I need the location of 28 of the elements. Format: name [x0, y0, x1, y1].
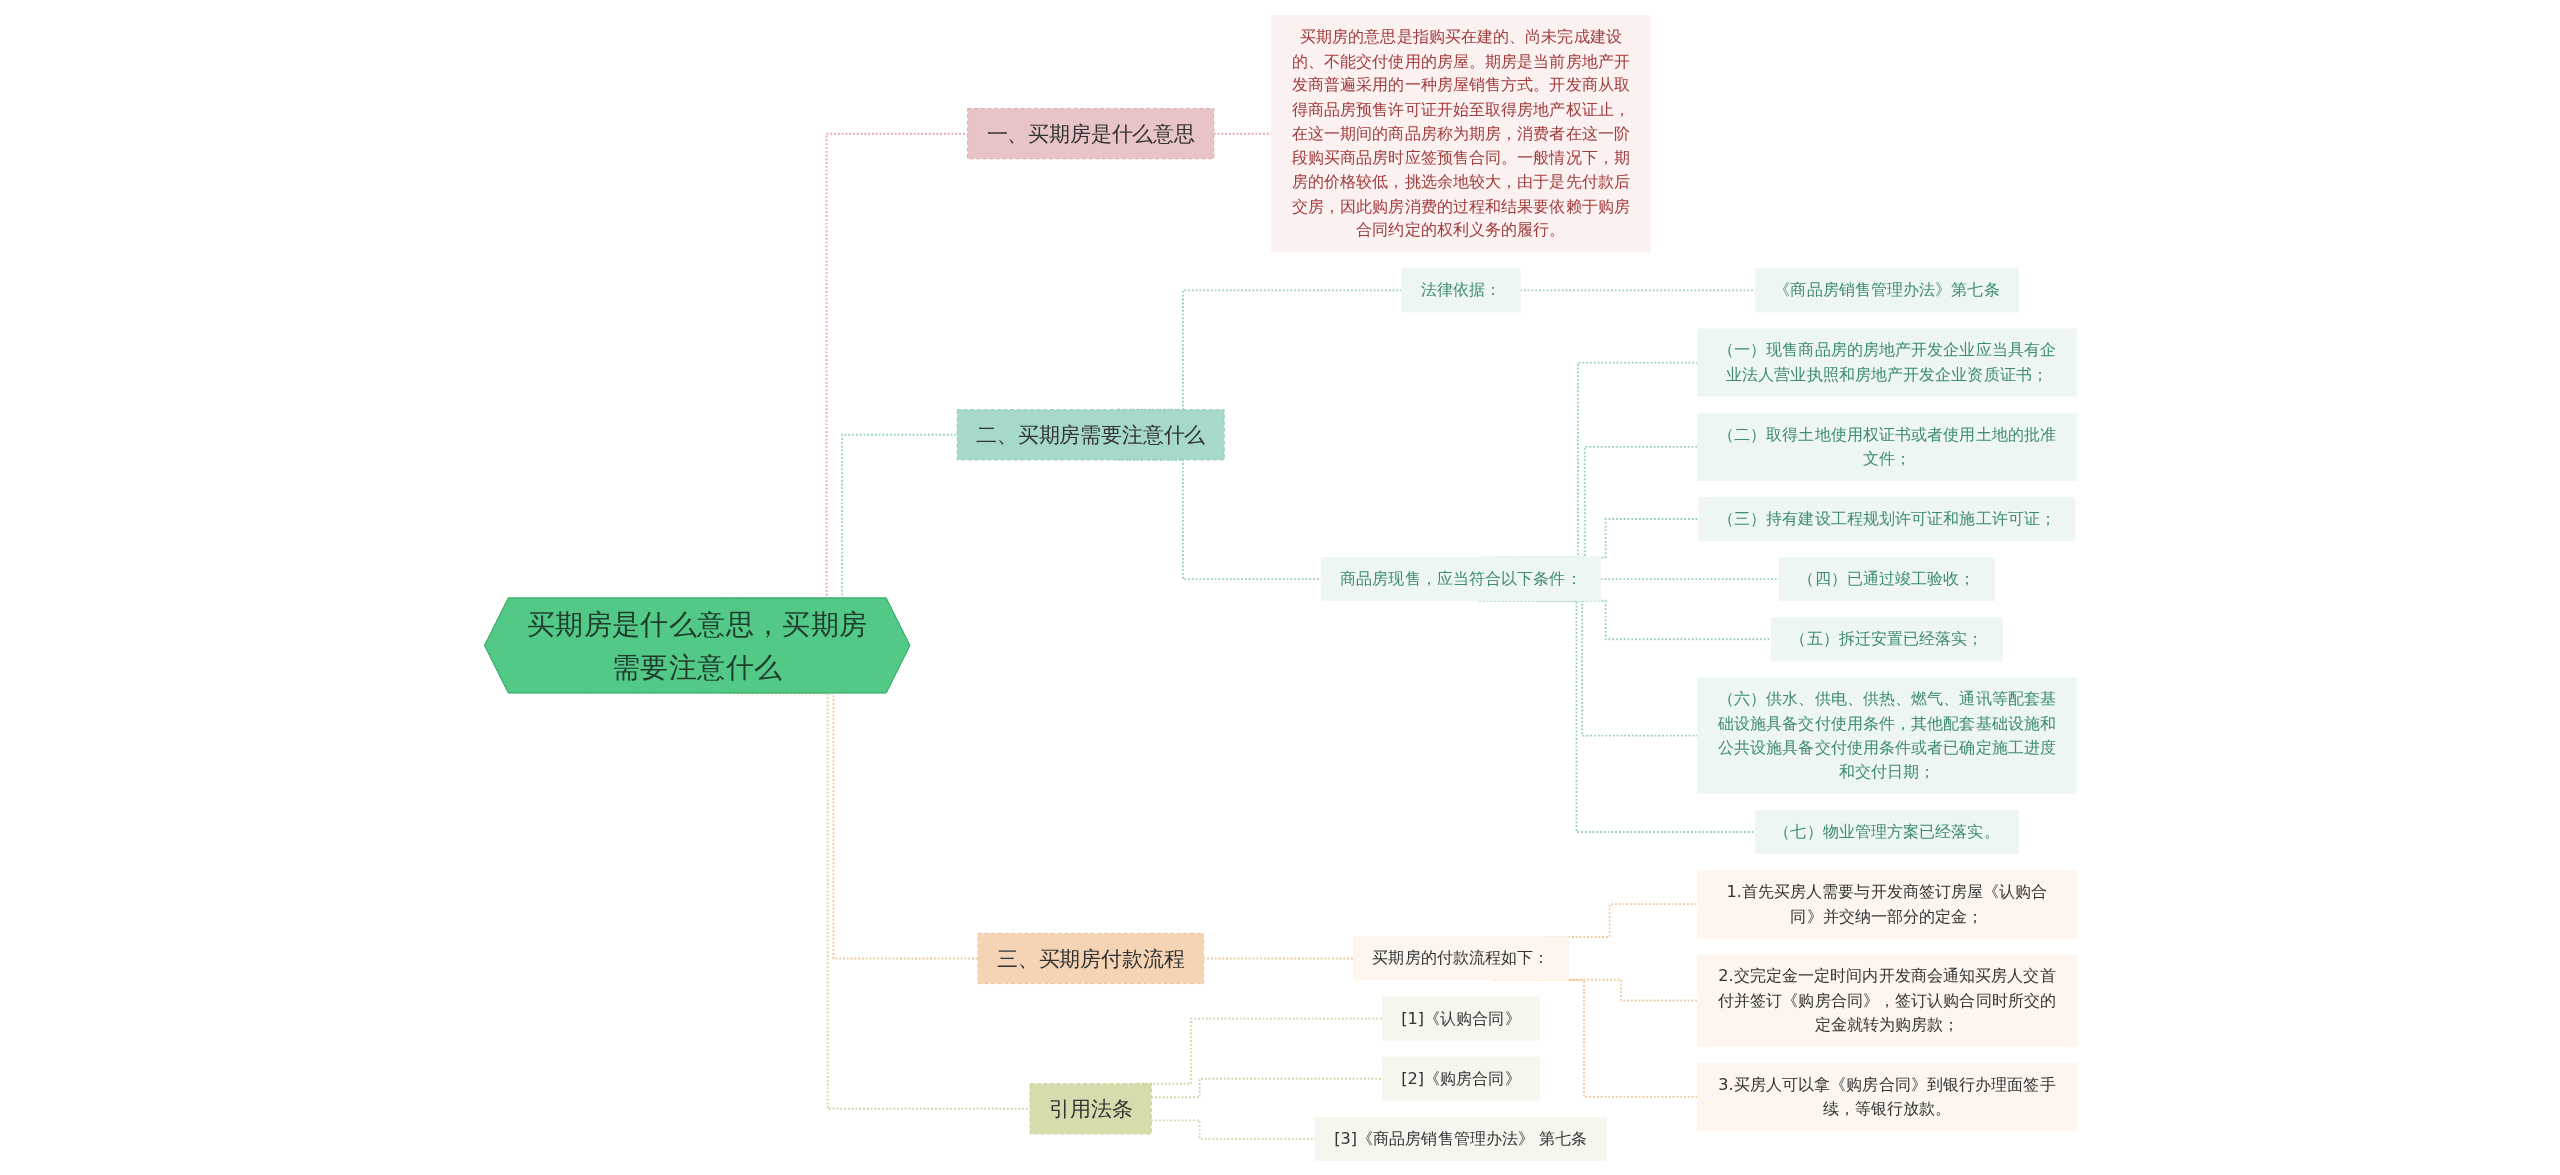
connector: [1566, 978, 1699, 1001]
node-box: （七）物业管理方案已经落实。: [1754, 809, 2019, 854]
node-box: 一、买期房是什么意思: [966, 107, 1214, 159]
node-box: [1]《认购合同》: [1381, 996, 1540, 1041]
connector: [1518, 288, 1756, 291]
node-box: 买期房的意思是指购买在建的、尚未完成建设的、不能交付使用的房屋。期房是当前房地产开发商普遍采用的一种房屋销售方式。开发商从取得商品房预售许可证开始至取得房地产权证止，在这一期间的商品房称为期房，消费者在这一阶段购买商品房时应签预售合同。一般情况下，期房的价格较低，挑选余地较大，由于是先付款后交房，因此购房消费的过程和结果要依赖于购房合同约定的权利义务的履行。: [1270, 14, 1651, 252]
node-box: （五）拆迁安置已经落实；: [1770, 616, 2003, 661]
node-box: （六）供水、供电、供热、燃气、通讯等配套基础设施具备交付使用条件，其他配套基础设施和公共设施具备交付使用条件或者已确定施工进度和交付日期；: [1696, 676, 2077, 794]
node-box: 3.买房人可以拿《购房合同》到银行办理面签手续，等银行放款。: [1696, 1062, 2077, 1131]
node-box: 商品房现售，应当符合以下条件：: [1320, 556, 1601, 601]
node-box: 三、买期房付款流程: [977, 932, 1204, 984]
node-box: 2.交完定金一定时间内开发商会通知买房人交首付并签订《购房合同》，签订认购合同时所交的定金就转为购房款；: [1696, 953, 2077, 1047]
connector: [1149, 1118, 1316, 1140]
node-box: 法律依据：: [1400, 267, 1521, 312]
node-box: （二）取得土地使用权证书或者使用土地的批准文件；: [1696, 412, 2077, 481]
node-box: 1.首先买房人需要与开发商签订房屋《认购合同》并交纳一部分的定金；: [1696, 869, 2077, 938]
node-box: 买期房的付款流程如下：: [1352, 936, 1569, 980]
node-box: 二、买期房需要注意什么: [956, 408, 1225, 460]
node-box: 《商品房销售管理办法》第七条: [1754, 267, 2019, 312]
connector: [720, 691, 1031, 1110]
node-box: （一）现售商品房的房地产开发企业应当具有企业法人营业执照和房地产开发企业资质证书；: [1696, 328, 2077, 397]
connector: [1599, 577, 1780, 580]
node-box: （四）已通过竣工验收；: [1778, 556, 1995, 601]
node-box: 引用法条: [1029, 1082, 1152, 1134]
node-box: （三）持有建设工程规划许可证和施工许可证；: [1698, 496, 2075, 541]
node-box: [2]《购房合同》: [1381, 1056, 1540, 1101]
node-box: [3]《商品房销售管理办法》 第七条: [1314, 1116, 1607, 1161]
connector: [1149, 1077, 1383, 1098]
